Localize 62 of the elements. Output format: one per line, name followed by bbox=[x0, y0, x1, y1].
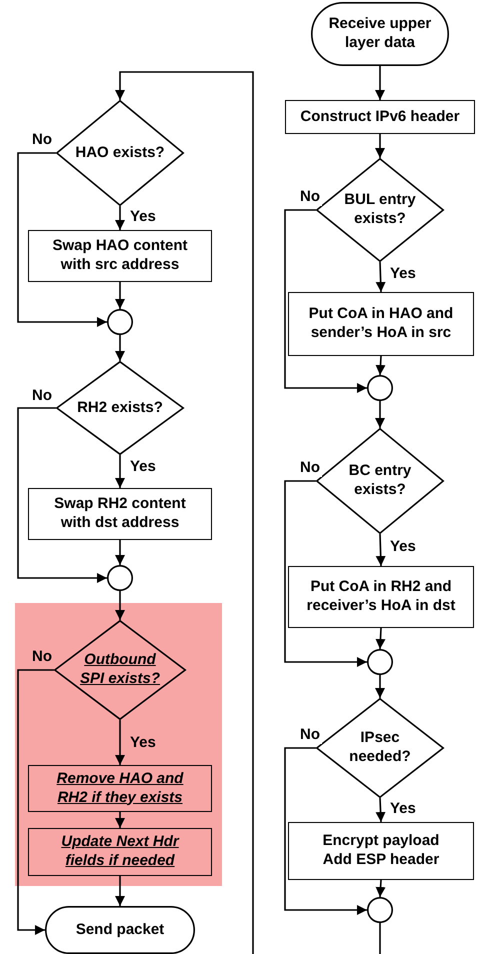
process-box bbox=[28, 488, 212, 540]
arrow bbox=[115, 335, 125, 361]
decision-diamond bbox=[56, 100, 184, 206]
process-box bbox=[288, 566, 474, 628]
step-label: Put CoA in HAO and sender’s HoA in src bbox=[308, 305, 454, 343]
process-box bbox=[28, 828, 212, 876]
arrow bbox=[376, 798, 386, 822]
arrow bbox=[375, 675, 385, 698]
edge-label: No bbox=[298, 189, 322, 206]
arrow bbox=[376, 262, 386, 292]
arrow bbox=[115, 282, 125, 309]
connector-circle bbox=[107, 309, 133, 335]
arrow bbox=[115, 720, 125, 765]
process-box bbox=[28, 230, 212, 282]
step-label: Receive upper layer data bbox=[328, 15, 432, 53]
step-label: Send packet bbox=[76, 920, 164, 940]
connector-circle bbox=[367, 375, 393, 401]
arrow bbox=[284, 209, 367, 393]
decision-label: RH2 exists? bbox=[77, 398, 163, 418]
arrow bbox=[375, 66, 385, 100]
connector-circle bbox=[367, 649, 393, 675]
arrow bbox=[375, 401, 385, 428]
process-box bbox=[285, 100, 475, 134]
edge-label: No bbox=[298, 460, 322, 476]
arrow bbox=[115, 876, 125, 906]
step-label: Put CoA in RH2 and receiver’s HoA in dst bbox=[306, 578, 456, 616]
connector-circle bbox=[367, 897, 393, 923]
decision-diamond bbox=[54, 620, 186, 720]
arrow bbox=[115, 455, 125, 488]
step-label: Remove HAO and RH2 if they exists bbox=[56, 770, 184, 808]
process-box bbox=[288, 292, 474, 356]
decision-label: BUL entry exists? bbox=[343, 191, 417, 229]
arrow bbox=[375, 134, 385, 158]
edge-label: No bbox=[298, 727, 322, 744]
decision-label: Outbound SPI exists? bbox=[78, 651, 162, 689]
connector-line bbox=[379, 923, 381, 954]
process-box bbox=[28, 765, 212, 812]
step-label: Swap HAO content with src address bbox=[51, 237, 188, 275]
arrow bbox=[17, 669, 54, 935]
arrow bbox=[375, 628, 386, 650]
arrow bbox=[17, 407, 107, 583]
arrow bbox=[115, 591, 125, 620]
step-label: Construct IPv6 header bbox=[300, 108, 460, 126]
step-label: Swap RH2 content with dst address bbox=[53, 495, 187, 533]
arrow bbox=[376, 880, 386, 898]
step-label: Encrypt payload Add ESP header bbox=[322, 832, 440, 870]
arrow bbox=[115, 540, 125, 565]
arrow bbox=[376, 356, 386, 376]
decision-label: HAO exists? bbox=[75, 144, 165, 162]
process-box bbox=[288, 822, 474, 880]
arrow bbox=[115, 206, 125, 230]
decision-diamond bbox=[56, 361, 184, 455]
arrow bbox=[115, 71, 254, 954]
arrow bbox=[284, 480, 367, 667]
decision-label: BC entry exists? bbox=[348, 462, 412, 500]
arrow bbox=[17, 152, 107, 327]
step-label: Update Next Hdr fields if needed bbox=[60, 833, 180, 871]
arrow bbox=[376, 534, 386, 566]
connector-circle bbox=[107, 565, 133, 591]
arrow bbox=[115, 812, 125, 828]
decision-label: IPsec needed? bbox=[348, 729, 412, 767]
arrow bbox=[284, 747, 367, 915]
